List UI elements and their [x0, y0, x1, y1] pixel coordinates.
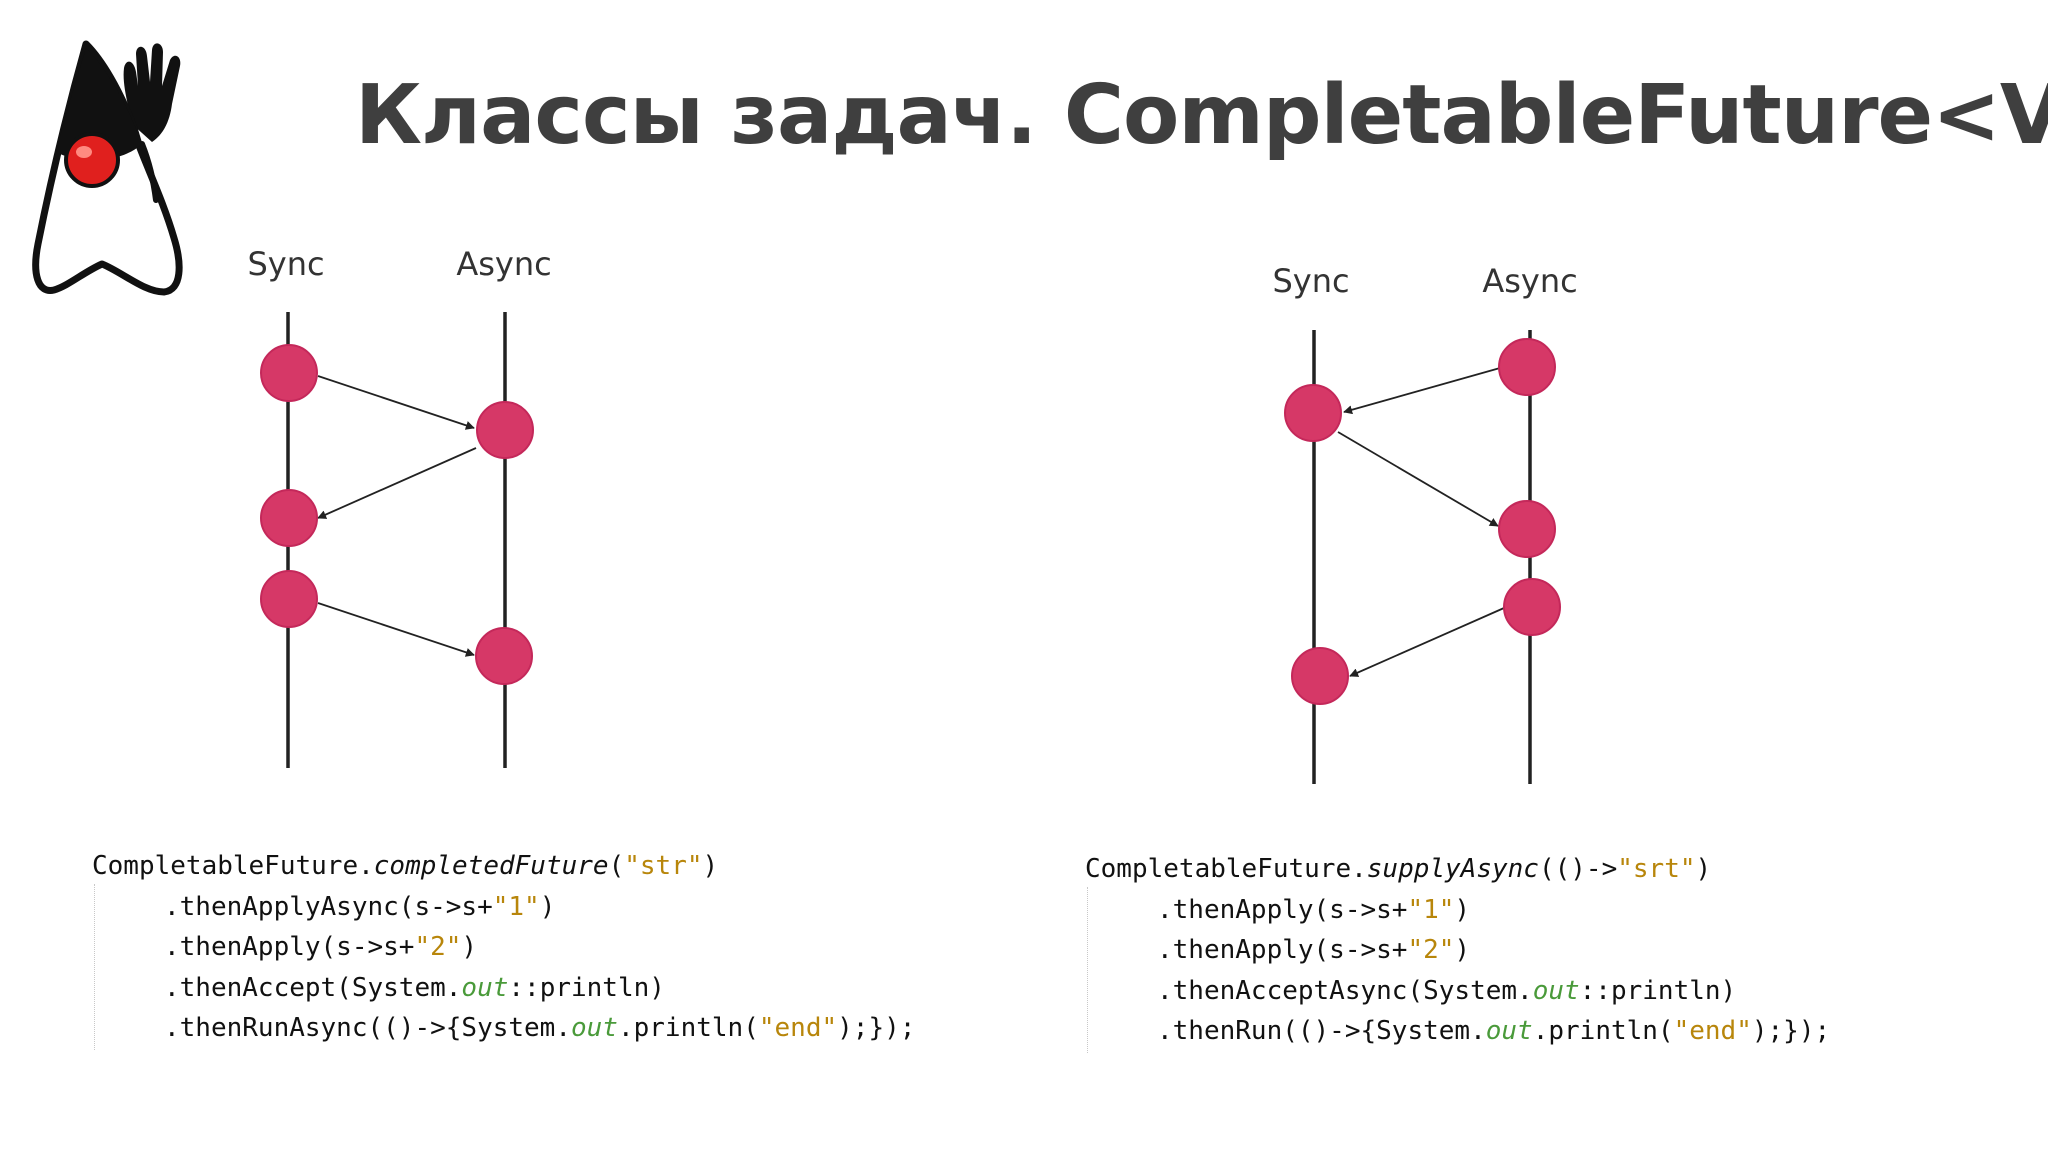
code-line: CompletableFuture.supplyAsync(()->"srt") — [1085, 849, 1830, 890]
code-token: "1" — [492, 891, 540, 922]
code-line: .thenAcceptAsync(System.out::println) — [1085, 971, 1830, 1012]
task-node — [475, 627, 533, 685]
code-line: .thenAccept(System.out::println) — [92, 968, 915, 1009]
code-line: .thenApply(s->s+"2") — [1085, 930, 1830, 971]
flow-arrow — [1337, 431, 1499, 527]
task-node — [260, 344, 318, 402]
code-token: "end" — [758, 1013, 838, 1043]
code-indent-guide — [1087, 887, 1088, 1053]
code-token: .thenRunAsync(()->{System. — [164, 1013, 571, 1043]
code-token: out — [1485, 1016, 1533, 1046]
task-node — [1284, 384, 1342, 442]
task-node — [260, 570, 318, 628]
code-token: ::println) — [508, 972, 665, 1003]
code-token: "str" — [624, 851, 703, 881]
code-line: .thenRun(()->{System.out.println("end");… — [1085, 1011, 1830, 1052]
code-token: out — [461, 972, 509, 1003]
code-block-completed-future: CompletableFuture.completedFuture("str")… — [92, 846, 915, 1049]
code-token: .println( — [1532, 1016, 1674, 1046]
code-indent-guide — [94, 884, 95, 1050]
code-token: .thenRun(()->{System. — [1157, 1016, 1486, 1046]
code-block-supply-async: CompletableFuture.supplyAsync(()->"srt")… — [1085, 849, 1830, 1052]
task-node — [476, 401, 534, 459]
flow-arrow — [1343, 367, 1501, 415]
code-line: .thenApplyAsync(s->s+"1") — [92, 887, 915, 928]
code-token: .thenApply(s->s+ — [1157, 935, 1408, 965]
code-token: out — [1532, 975, 1580, 1006]
code-token: "2" — [414, 932, 462, 962]
async-lane-label: Async — [1482, 262, 1577, 300]
code-token: .thenApply(s->s+ — [1157, 894, 1408, 925]
flow-arrow — [317, 602, 475, 657]
sync-lane-label: Sync — [247, 245, 324, 283]
code-token: .thenAcceptAsync(System. — [1157, 975, 1533, 1006]
code-token: .thenApply(s->s+ — [164, 932, 415, 962]
flow-arrow — [317, 375, 475, 430]
code-line: CompletableFuture.completedFuture("str") — [92, 846, 915, 887]
slide-title: Классы задач. CompletableFuture<V> — [355, 68, 2048, 163]
code-token: ) — [1695, 854, 1712, 884]
code-token: CompletableFuture. — [1085, 854, 1367, 884]
code-token: ) — [1454, 935, 1471, 965]
flow-arrow — [1349, 607, 1505, 677]
code-token: "2" — [1407, 935, 1455, 965]
code-token: ( — [608, 851, 625, 881]
task-node — [1291, 647, 1349, 705]
task-node — [1503, 578, 1561, 636]
code-token: (()-> — [1538, 854, 1618, 884]
code-line: .thenRunAsync(()->{System.out.println("e… — [92, 1008, 915, 1049]
code-token: ) — [1454, 894, 1471, 925]
code-token: .println( — [617, 1013, 759, 1043]
code-token: ) — [539, 891, 556, 922]
code-token: ::println) — [1579, 975, 1737, 1006]
duke-mascot-icon — [32, 40, 183, 296]
task-node — [1498, 338, 1556, 396]
code-token: ) — [702, 851, 719, 881]
code-token: completedFuture — [373, 851, 609, 881]
code-token: ) — [461, 932, 478, 962]
code-token: .thenApplyAsync(s->s+ — [164, 891, 493, 922]
code-token: );}); — [837, 1013, 916, 1043]
diagram-completed-future: Sync Async — [247, 245, 552, 768]
code-token: "1" — [1407, 894, 1455, 925]
code-token: );}); — [1751, 1016, 1831, 1046]
code-token: supplyAsync — [1366, 854, 1539, 884]
diagram-supply-async: Sync Async — [1272, 262, 1578, 784]
code-token: out — [571, 1013, 618, 1043]
sync-lane-label: Sync — [1272, 262, 1349, 300]
task-node — [260, 489, 318, 547]
code-token: "end" — [1673, 1016, 1752, 1046]
task-node — [1498, 500, 1556, 558]
code-token: .thenAccept(System. — [164, 972, 462, 1003]
flow-arrow — [317, 447, 477, 519]
code-line: .thenApply(s->s+"1") — [1085, 890, 1830, 931]
code-line: .thenApply(s->s+"2") — [92, 927, 915, 968]
code-token: CompletableFuture. — [92, 851, 374, 881]
code-token: "srt" — [1617, 854, 1696, 884]
async-lane-label: Async — [456, 245, 551, 283]
